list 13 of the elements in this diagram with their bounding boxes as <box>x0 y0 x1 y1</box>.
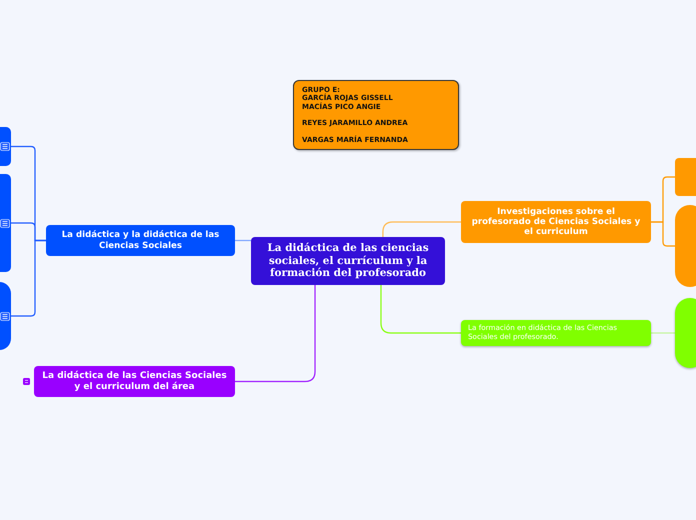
cut-off-topic-box <box>675 158 696 196</box>
connector-line <box>235 240 251 242</box>
connector-line <box>235 285 316 382</box>
central-topic: La didáctica de las ciencias sociales, el currículum y la formación del profesorado <box>251 237 445 285</box>
connector-line <box>382 221 461 237</box>
topic-box: La didáctica de las Ciencias Sociales y el curriculum del área <box>34 366 235 397</box>
connector-line <box>651 332 675 334</box>
connector-line <box>11 240 46 317</box>
cut-off-topic-box <box>675 205 696 287</box>
connector-line <box>380 285 461 334</box>
topic-box: La didáctica y la didáctica de las Ciencias Sociales <box>46 225 235 256</box>
topic-box: Investigaciones sobre el profesorado de Ciencias Sociales y el curriculum <box>461 201 651 243</box>
cut-off-topic-box <box>675 298 696 368</box>
